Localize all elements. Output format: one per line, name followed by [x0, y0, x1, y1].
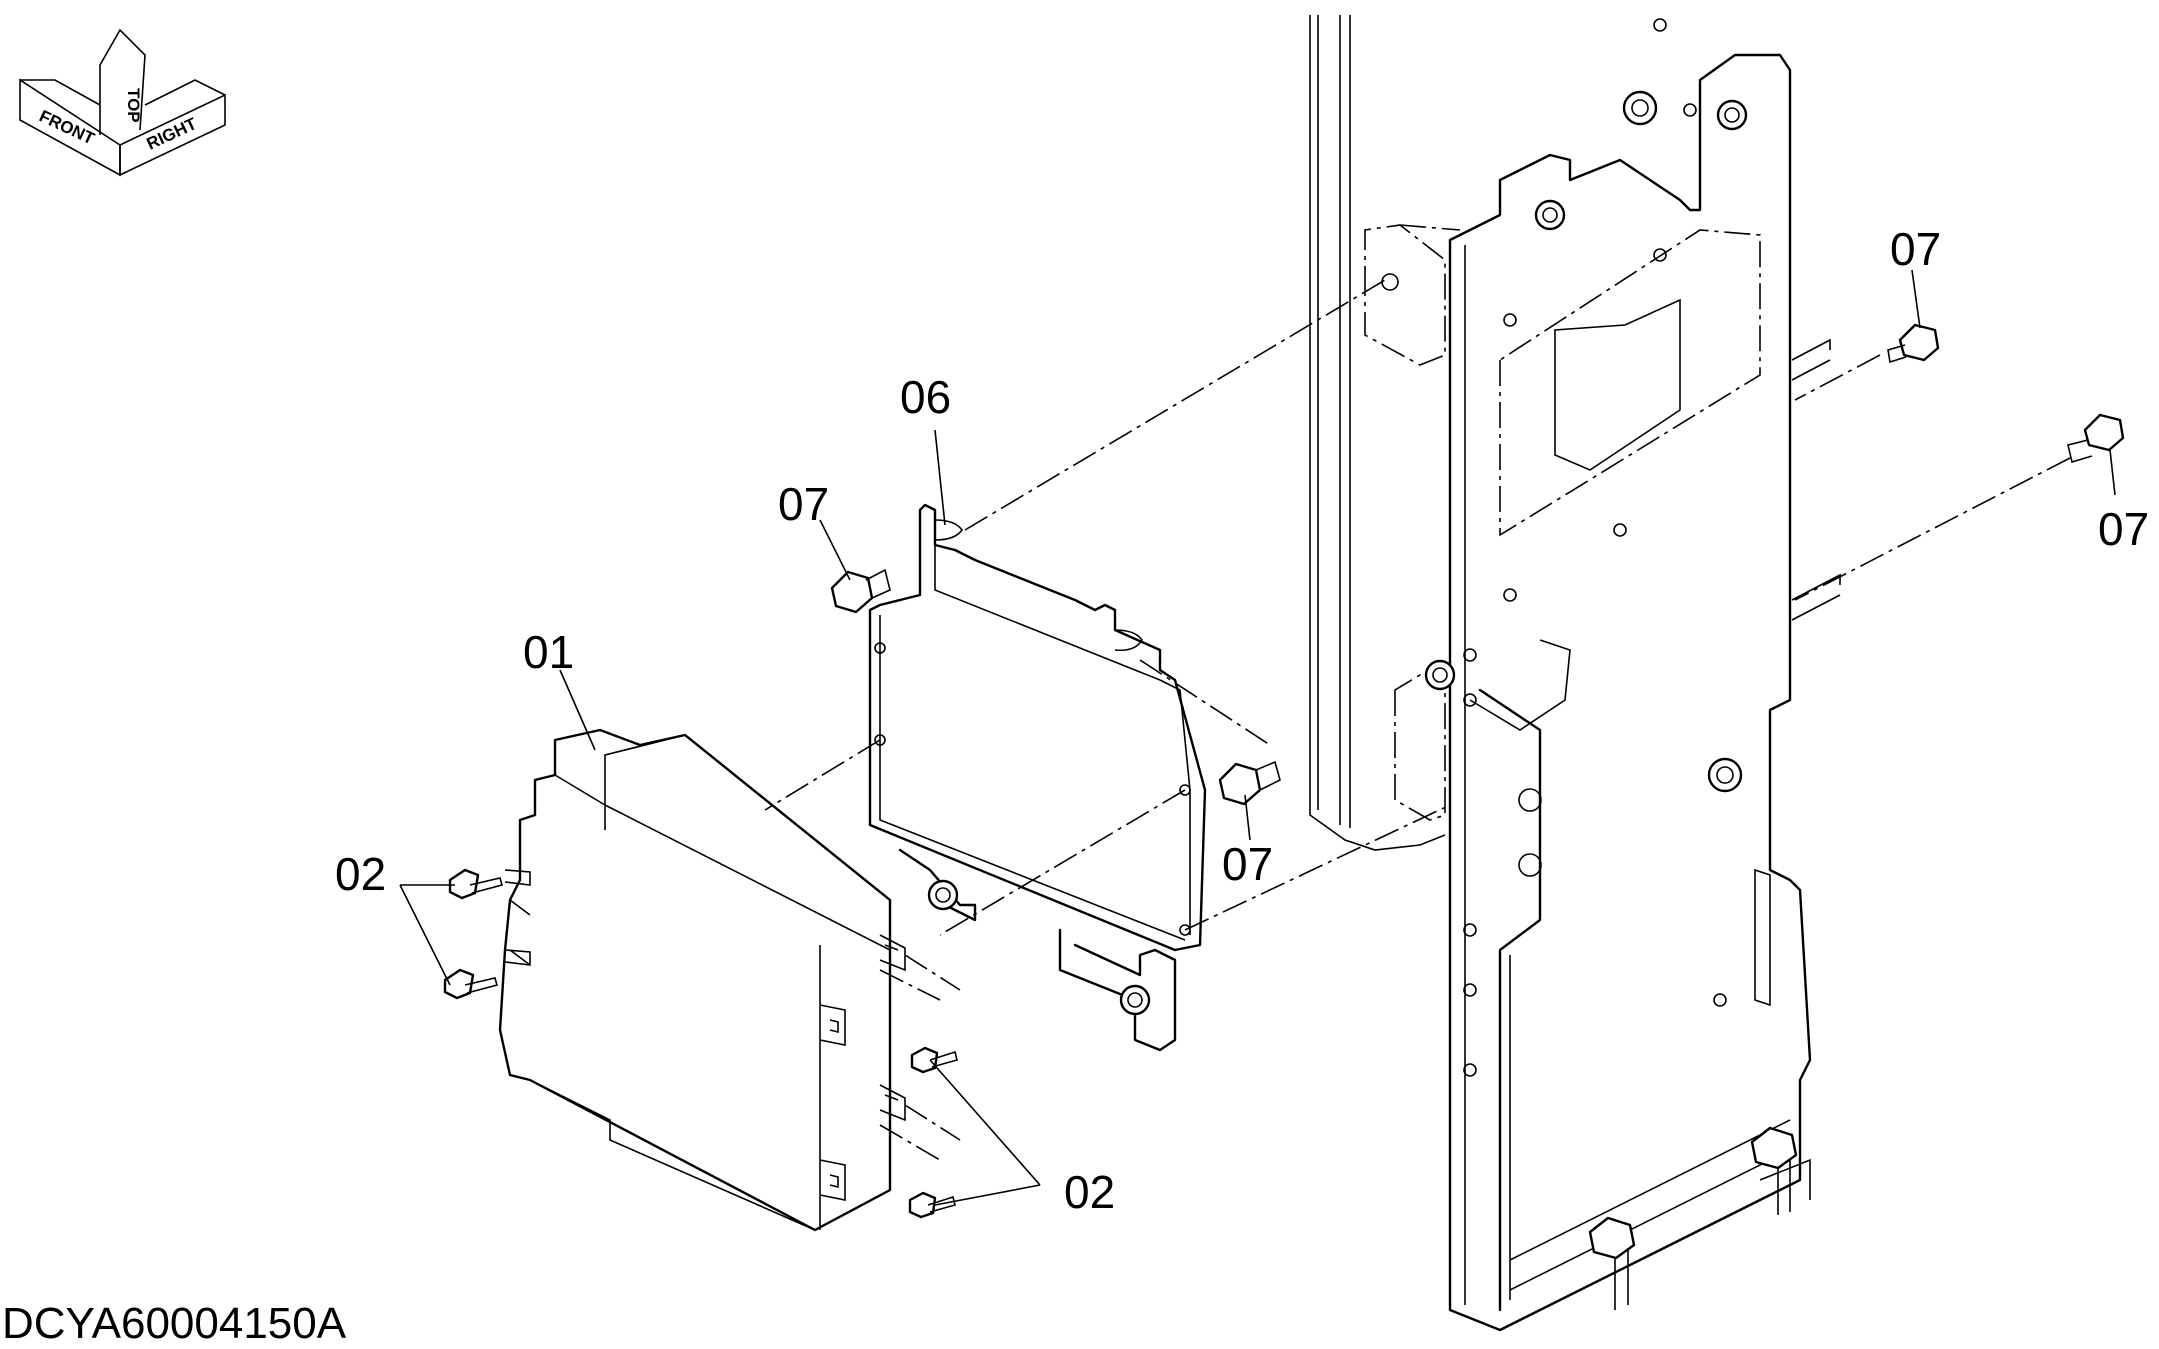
bottom-bolt: [1588, 1216, 1636, 1310]
callout-01: 01: [523, 626, 574, 678]
top-arrow: [99, 28, 146, 135]
frame-nut: [1424, 659, 1456, 691]
screw-02: [908, 1191, 956, 1219]
bolt-07: [2067, 413, 2125, 464]
frame-nut: [1716, 99, 1748, 131]
screw-02: [443, 968, 498, 1000]
mounting-bracket-06: [868, 503, 1207, 1052]
frame-column: [1309, 15, 1461, 851]
frame-nut: [1622, 90, 1658, 126]
frame-nut: [1534, 199, 1566, 231]
bracket-nut: [927, 879, 959, 911]
controller-box-01: [498, 728, 906, 1232]
bolt-07: [1887, 323, 1940, 364]
front-label: FRONT: [36, 106, 98, 148]
callout-07-bracket-right: 07: [1222, 838, 1273, 890]
main-frame-plate: [1424, 18, 1841, 1332]
callout-07-frame-top: 07: [1890, 223, 1941, 275]
orientation-indicator: FRONT TOP RIGHT: [19, 28, 226, 177]
screw-02: [448, 868, 503, 900]
callout-07-bracket-top: 07: [778, 478, 829, 530]
top-label: TOP: [124, 88, 143, 123]
bracket-nut: [1119, 984, 1151, 1016]
callout-06: 06: [900, 371, 951, 423]
bottom-bolt: [1750, 1126, 1798, 1215]
callout-02-right: 02: [1064, 1166, 1115, 1218]
drawing-code: DCYA60004150A: [2, 1299, 347, 1344]
assembly-lines: [764, 279, 2071, 1161]
frame-nut: [1707, 757, 1743, 793]
screw-02: [910, 1046, 958, 1074]
bolt-07: [830, 568, 891, 614]
callout-02-left: 02: [335, 848, 386, 900]
leader-lines: [399, 269, 2116, 1206]
bolt-07: [1218, 760, 1281, 806]
callout-07-frame-right: 07: [2098, 503, 2149, 555]
